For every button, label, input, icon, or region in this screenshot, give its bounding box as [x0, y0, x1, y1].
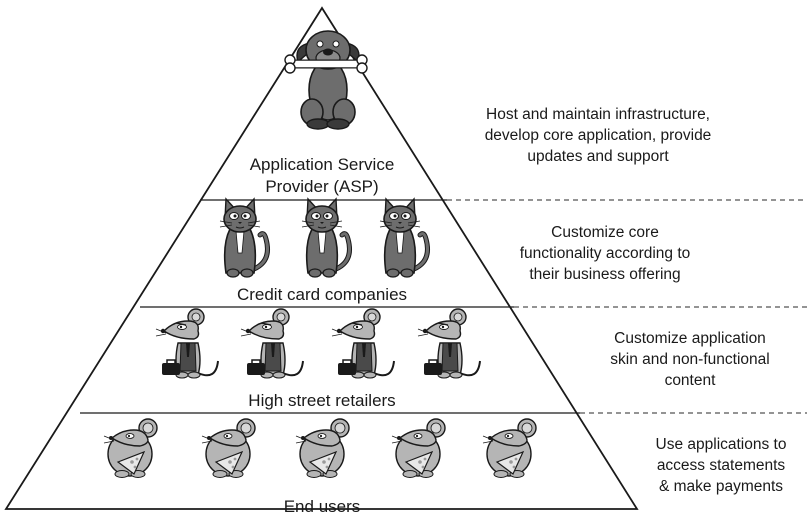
asp-label-line-1: Application Service	[250, 155, 395, 174]
asp-label-line-2: Provider (ASP)	[265, 177, 378, 196]
retailers-label: High street retailers	[248, 391, 395, 410]
asp-description: Host and maintain infrastructure, develo…	[484, 106, 712, 165]
tier-separators	[80, 199, 807, 414]
retailers-description: Customize application skin and non-funct…	[610, 330, 770, 389]
end-users-label: End users	[284, 497, 361, 516]
credit-card-description: Customize core functionality according t…	[519, 224, 691, 283]
credit-card-label: Credit card companies	[237, 285, 407, 304]
end-users-description: Use applications to access statements & …	[655, 436, 787, 495]
tier-labels: Application Service Provider (ASP) Credi…	[237, 155, 407, 516]
